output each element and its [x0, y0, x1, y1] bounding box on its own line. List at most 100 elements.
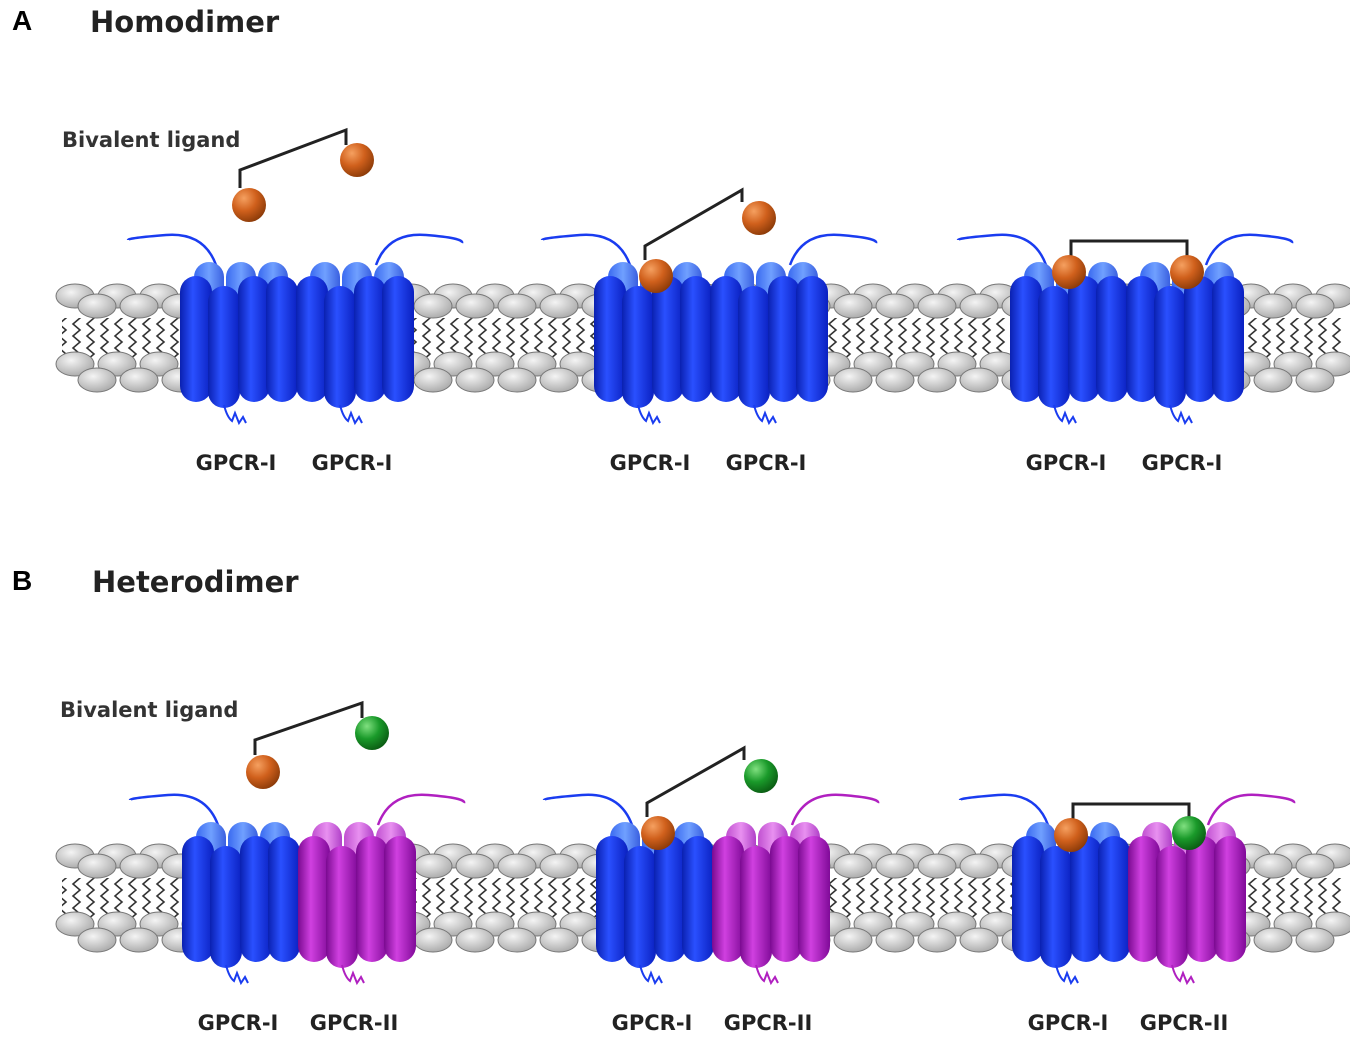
receptor-right: [1128, 793, 1296, 986]
helix-front: [738, 286, 770, 408]
n-terminus: [958, 793, 1050, 826]
lipid-head: [1253, 927, 1293, 953]
helix-front: [240, 836, 272, 962]
helix-front: [354, 276, 386, 402]
lipid-head: [917, 367, 957, 393]
receptor-right: [1126, 233, 1294, 426]
bivalent-ligand: [1054, 802, 1206, 852]
receptor-label: GPCR-II: [724, 1011, 813, 1035]
c-terminus: [1053, 404, 1077, 426]
c-terminus: [1055, 964, 1079, 986]
receptor-right: [712, 793, 880, 986]
ligand-pharmacophore-1: [246, 755, 280, 789]
lipid-head: [833, 367, 873, 393]
lipid-head: [1253, 367, 1293, 393]
ligand-pharmacophore-2: [744, 759, 778, 793]
receptor-left: [958, 793, 1130, 986]
receptor-label: GPCR-I: [198, 1011, 279, 1035]
helix-front: [238, 276, 270, 402]
lipid-head: [455, 293, 495, 319]
ligand-linker: [643, 187, 744, 260]
lipid-head: [917, 927, 957, 953]
ligand-pharmacophore-1: [639, 259, 673, 293]
c-terminus: [1169, 404, 1193, 426]
helix-front: [796, 276, 828, 402]
lipid-head: [1253, 293, 1293, 319]
panel-letter: A: [12, 5, 32, 36]
receptor-left: [126, 233, 298, 426]
receptor-left: [540, 233, 712, 426]
lipid-head: [413, 853, 453, 879]
n-terminus: [540, 233, 632, 266]
helix-front: [712, 836, 744, 962]
receptor-right: [298, 793, 466, 986]
c-terminus: [755, 964, 779, 986]
receptor-label: GPCR-I: [726, 451, 807, 475]
c-terminus: [225, 964, 249, 986]
receptor-label: GPCR-I: [1142, 451, 1223, 475]
lipid-head: [413, 927, 453, 953]
helix-front: [680, 276, 712, 402]
lipid-head: [1295, 293, 1335, 319]
c-terminus: [223, 404, 247, 426]
ligand-linker: [645, 745, 746, 817]
receptor-label: GPCR-I: [196, 451, 277, 475]
lipid-head: [119, 367, 159, 393]
n-terminus: [126, 233, 218, 266]
lipid-head: [119, 927, 159, 953]
ligand-linker: [1069, 239, 1189, 256]
helix-front: [624, 846, 656, 968]
n-terminus: [788, 233, 878, 266]
lipid-head: [1295, 367, 1335, 393]
ligand-pharmacophore-1: [1054, 818, 1088, 852]
lipid-head: [959, 927, 999, 953]
ligand-pharmacophore-2: [1172, 816, 1206, 850]
helix-front: [622, 286, 654, 408]
n-terminus: [374, 233, 464, 266]
helix-front: [1068, 276, 1100, 402]
lipid-head: [455, 927, 495, 953]
lipid-head: [497, 853, 537, 879]
lipid-head: [55, 351, 95, 377]
lipid-head: [539, 293, 579, 319]
lipid-head: [497, 293, 537, 319]
helix-front: [298, 836, 330, 962]
c-terminus: [1171, 964, 1195, 986]
lipid-head: [455, 853, 495, 879]
helix-front: [356, 836, 388, 962]
lipid-head: [539, 853, 579, 879]
receptor-label: GPCR-I: [1028, 1011, 1109, 1035]
lipid-head: [833, 293, 873, 319]
helix-front: [182, 836, 214, 962]
lipid-head: [539, 927, 579, 953]
helix-front: [382, 276, 414, 402]
lipid-head: [959, 293, 999, 319]
ligand-linker: [238, 127, 348, 188]
receptor-left: [956, 233, 1128, 426]
receptor-right: [296, 233, 464, 426]
c-terminus: [341, 964, 365, 986]
helix-front: [180, 276, 212, 402]
receptor-left: [128, 793, 300, 986]
ligand-pharmacophore-2: [355, 716, 389, 750]
helix-front: [1096, 276, 1128, 402]
receptor-label: GPCR-I: [312, 451, 393, 475]
lipid-head: [77, 853, 117, 879]
helix-front: [1012, 836, 1044, 962]
lipid-head: [77, 927, 117, 953]
helix-front: [798, 836, 830, 962]
helix-front: [654, 836, 686, 962]
helix-front: [1214, 836, 1246, 962]
helix-front: [326, 846, 358, 968]
bivalent-ligand: [1052, 239, 1204, 289]
helix-front: [768, 276, 800, 402]
lipid-head: [497, 927, 537, 953]
n-terminus: [790, 793, 880, 826]
helix-front: [296, 276, 328, 402]
